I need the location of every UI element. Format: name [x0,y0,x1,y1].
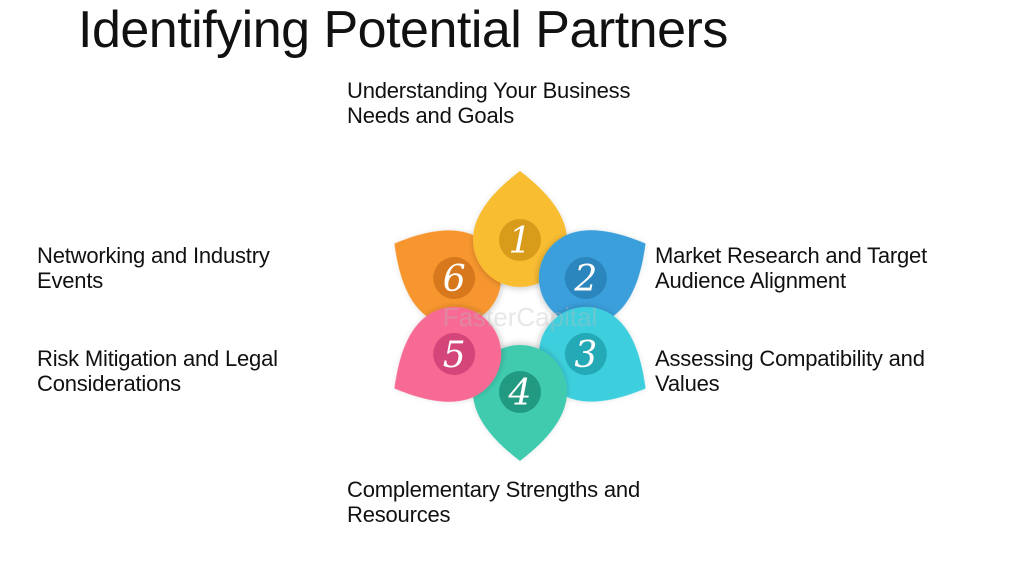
step-2-label: Market Research and Target Audience Alig… [655,243,927,293]
step-6-label: Networking and Industry Events [37,243,270,293]
step-6-line-1: Networking and Industry [37,243,270,268]
step-number-5: 5 [443,335,466,376]
step-5-line-1: Risk Mitigation and Legal [37,346,278,371]
slide-title: Identifying Potential Partners [78,1,728,59]
step-2-line-1: Market Research and Target [655,243,927,268]
number-badge-1 [499,219,541,261]
step-3-line-2: Values [655,371,720,396]
number-badge-2 [564,257,607,299]
step-1-label: Understanding Your Business Needs and Go… [347,78,630,128]
step-number-2: 2 [573,259,597,300]
step-5-line-2: Considerations [37,371,181,396]
step-2-line-2: Audience Alignment [655,268,846,293]
step-number-4: 4 [508,373,532,414]
watermark: FasterCapital [443,302,598,332]
step-number-1: 1 [509,221,532,262]
petal-3: 3 [538,307,646,402]
petal-6: 6 [394,230,502,325]
number-badge-6 [433,257,476,299]
step-1-line-2: Needs and Goals [347,103,514,128]
step-4-line-2: Resources [347,502,451,527]
step-1-line-1: Understanding Your Business [347,78,631,103]
step-5-label: Risk Mitigation and Legal Considerations [37,346,278,396]
number-badge-5 [433,333,476,375]
number-badge-3 [564,333,607,375]
step-4-label: Complementary Strengths and Resources [347,477,640,527]
step-4-line-1: Complementary Strengths and [347,477,640,502]
petal-5: 5 [394,307,502,402]
step-number-3: 3 [574,335,597,376]
step-3-line-1: Assessing Compatibility and [655,346,925,371]
number-badge-4 [499,371,541,413]
step-6-line-2: Events [37,268,104,293]
step-3-label: Assessing Compatibility and Values [655,346,925,396]
step-number-6: 6 [443,259,466,300]
petal-2: 2 [538,230,646,325]
